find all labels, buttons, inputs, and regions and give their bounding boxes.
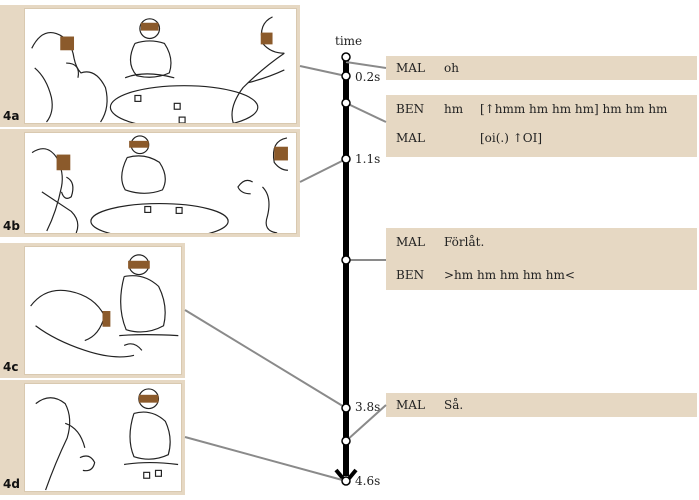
panel-4c: 4c	[0, 243, 185, 378]
timeline-title: time	[335, 34, 363, 48]
panel-4a: 4a	[0, 5, 300, 127]
panel-4d-illustration	[24, 383, 182, 492]
connector-line	[184, 436, 347, 482]
timeline-node	[341, 436, 351, 446]
utterance: >hm hm hm hm hm<	[444, 268, 575, 282]
panel-label: 4c	[3, 360, 19, 374]
utterance: Så.	[444, 398, 464, 412]
utterance: oh	[444, 61, 459, 75]
speaker-label: BEN	[396, 102, 425, 116]
time-mark: 4.6s	[355, 474, 381, 488]
speaker-label: MAL	[396, 398, 425, 412]
timeline-node	[341, 476, 351, 486]
time-mark: 1.1s	[355, 152, 381, 166]
timeline-node	[341, 71, 351, 81]
speaker-label: MAL	[396, 235, 425, 249]
time-mark: 0.2s	[355, 70, 381, 84]
utterance: Förlåt.	[444, 235, 485, 249]
speaker-label: MAL	[396, 61, 425, 75]
transcript-box: MAL Förlåt. BEN >hm hm hm hm hm<	[386, 228, 697, 290]
panel-4a-illustration	[24, 8, 297, 124]
connector-line	[299, 65, 347, 77]
panel-4b: 4b	[0, 129, 300, 237]
connector-line	[184, 309, 347, 409]
transcript-box: MAL Så.	[386, 393, 697, 417]
utterance: [oi(.) ↑OI]	[480, 131, 543, 145]
panel-4b-illustration	[24, 132, 297, 234]
timeline-node	[341, 52, 351, 62]
connector-line	[299, 158, 347, 183]
timeline-node	[341, 98, 351, 108]
connector-line	[345, 102, 387, 123]
timeline-node	[341, 403, 351, 413]
timeline-arrowhead	[334, 468, 358, 486]
utterance: [↑hmm hm hm hm] hm hm hm	[480, 102, 668, 116]
connector-line	[345, 61, 387, 69]
panel-4d: 4d	[0, 380, 185, 495]
speaker-label: BEN	[396, 268, 425, 282]
time-mark: 3.8s	[355, 400, 381, 414]
speaker-label: MAL	[396, 131, 425, 145]
panel-label: 4d	[3, 477, 20, 491]
panel-4c-illustration	[24, 246, 182, 375]
panel-label: 4b	[3, 219, 20, 233]
panel-label: 4a	[3, 109, 20, 123]
timeline-node	[341, 154, 351, 164]
timeline-node	[341, 255, 351, 265]
utterance-prefix: hm	[444, 102, 464, 116]
transcript-box: BEN hm [↑hmm hm hm hm] hm hm hm MAL [oi(…	[386, 95, 697, 157]
transcript-box: MAL oh	[386, 56, 697, 80]
